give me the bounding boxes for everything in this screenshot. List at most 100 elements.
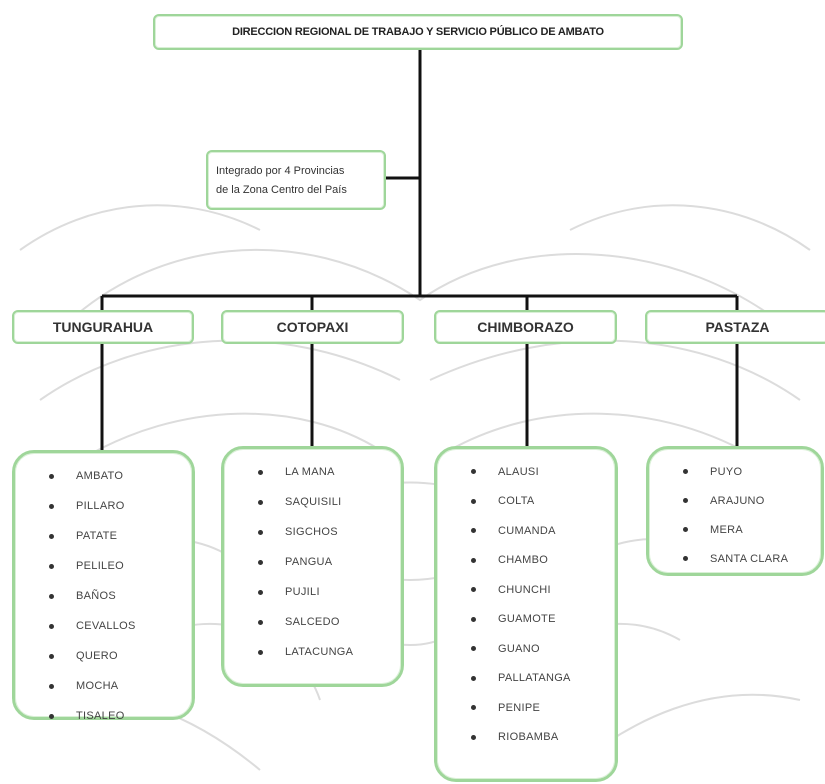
province-box-pastaza: PASTAZA <box>645 310 825 344</box>
canton-name: PUYO <box>710 465 743 478</box>
canton-name: SALCEDO <box>285 616 340 628</box>
bullet-icon <box>683 527 688 532</box>
canton-name: CUMANDA <box>498 524 556 537</box>
list-item: MERA <box>649 515 821 544</box>
canton-name: QUERO <box>76 650 118 662</box>
list-item: TISALEO <box>15 701 192 731</box>
list-item: ARAJUNO <box>649 486 821 515</box>
list-item: GUANO <box>437 634 615 664</box>
bullet-icon <box>258 529 263 535</box>
bullet-icon <box>471 705 476 711</box>
bullet-icon <box>683 469 688 474</box>
bullet-icon <box>49 503 54 509</box>
list-item: SAQUISILI <box>224 487 401 517</box>
province-name: PASTAZA <box>705 319 770 335</box>
list-item: PANGUA <box>224 547 401 577</box>
bullet-icon <box>471 675 476 681</box>
list-item: PALLATANGA <box>437 664 615 694</box>
canton-name: PALLATANGA <box>498 672 571 685</box>
list-item: MOCHA <box>15 671 192 701</box>
list-item: CUMANDA <box>437 516 615 546</box>
list-item: PENIPE <box>437 693 615 723</box>
province-box-tungurahua: TUNGURAHUA <box>12 310 194 344</box>
list-item: SALCEDO <box>224 607 401 637</box>
bullet-icon <box>49 563 54 569</box>
canton-list-chimborazo: ALAUSI COLTA CUMANDA CHAMBO CHUNCHI GUAM… <box>434 446 618 782</box>
canton-name: PILLARO <box>76 500 125 512</box>
bullet-icon <box>49 473 54 479</box>
bullet-icon <box>49 533 54 539</box>
bullet-icon <box>683 498 688 503</box>
list-item: AMBATO <box>15 461 192 491</box>
bullet-icon <box>683 556 688 561</box>
bullet-icon <box>471 498 476 504</box>
canton-name: CHUNCHI <box>498 583 551 596</box>
bullet-icon <box>258 589 263 595</box>
canton-name: MOCHA <box>76 680 119 692</box>
canton-name: PANGUA <box>285 556 333 568</box>
list-item: RIOBAMBA <box>437 723 615 753</box>
list-item: LATACUNGA <box>224 637 401 667</box>
canton-name: PELILEO <box>76 560 124 572</box>
list-item: PUYO <box>649 457 821 486</box>
chart-title: DIRECCION REGIONAL DE TRABAJO Y SERVICIO… <box>232 26 604 38</box>
bullet-icon <box>471 557 476 563</box>
list-item: SIGCHOS <box>224 517 401 547</box>
province-name: CHIMBORAZO <box>477 319 574 335</box>
list-item: PELILEO <box>15 551 192 581</box>
list-item: CHAMBO <box>437 546 615 576</box>
bullet-icon <box>258 559 263 565</box>
list-item: ALAUSI <box>437 457 615 487</box>
list-item: LA MANA <box>224 457 401 487</box>
province-box-cotopaxi: COTOPAXI <box>221 310 404 344</box>
bullet-icon <box>471 587 476 593</box>
canton-name: PENIPE <box>498 701 541 714</box>
list-item: PATATE <box>15 521 192 551</box>
province-name: TUNGURAHUA <box>52 319 154 335</box>
canton-name: BAÑOS <box>76 590 117 602</box>
bullet-icon <box>49 623 54 629</box>
bullet-icon <box>258 469 263 475</box>
canton-name: COLTA <box>498 495 535 508</box>
note-line-1: Integrado por 4 Provincias <box>216 165 345 177</box>
canton-name: ARAJUNO <box>710 494 765 507</box>
bullet-icon <box>49 713 54 719</box>
bullet-icon <box>258 499 263 505</box>
list-item: SANTA CLARA <box>649 544 821 573</box>
canton-name: MERA <box>710 523 743 536</box>
canton-name: PUJILI <box>285 586 320 598</box>
bullet-icon <box>49 683 54 689</box>
canton-name: LATACUNGA <box>285 646 354 658</box>
list-item: CHUNCHI <box>437 575 615 605</box>
bullet-icon <box>258 619 263 625</box>
bullet-icon <box>258 649 263 655</box>
bullet-icon <box>471 646 476 652</box>
canton-name: LA MANA <box>285 466 335 478</box>
province-name: COTOPAXI <box>276 319 349 335</box>
list-item: QUERO <box>15 641 192 671</box>
province-box-chimborazo: CHIMBORAZO <box>434 310 617 344</box>
list-item: PUJILI <box>224 577 401 607</box>
canton-list-pastaza: PUYO ARAJUNO MERA SANTA CLARA <box>646 446 824 576</box>
list-item: PILLARO <box>15 491 192 521</box>
canton-name: GUAMOTE <box>498 613 556 626</box>
list-item: COLTA <box>437 487 615 517</box>
list-item: CEVALLOS <box>15 611 192 641</box>
canton-list-tungurahua: AMBATO PILLARO PATATE PELILEO BAÑOS CEVA… <box>12 450 195 722</box>
canton-name: SANTA CLARA <box>710 552 789 565</box>
bullet-icon <box>49 653 54 659</box>
note-line-2: de la Zona Centro del País <box>216 184 347 196</box>
bullet-icon <box>471 528 476 534</box>
bullet-icon <box>471 469 476 475</box>
bullet-icon <box>471 734 476 740</box>
canton-name: AMBATO <box>76 470 124 482</box>
chart-title-box: DIRECCION REGIONAL DE TRABAJO Y SERVICIO… <box>153 14 683 50</box>
bullet-icon <box>49 593 54 599</box>
note-box: Integrado por 4 Provincias de la Zona Ce… <box>206 150 386 210</box>
canton-name: CEVALLOS <box>76 620 136 632</box>
canton-name: TISALEO <box>76 710 125 722</box>
canton-name: SIGCHOS <box>285 526 338 538</box>
canton-name: GUANO <box>498 642 540 655</box>
list-item: BAÑOS <box>15 581 192 611</box>
